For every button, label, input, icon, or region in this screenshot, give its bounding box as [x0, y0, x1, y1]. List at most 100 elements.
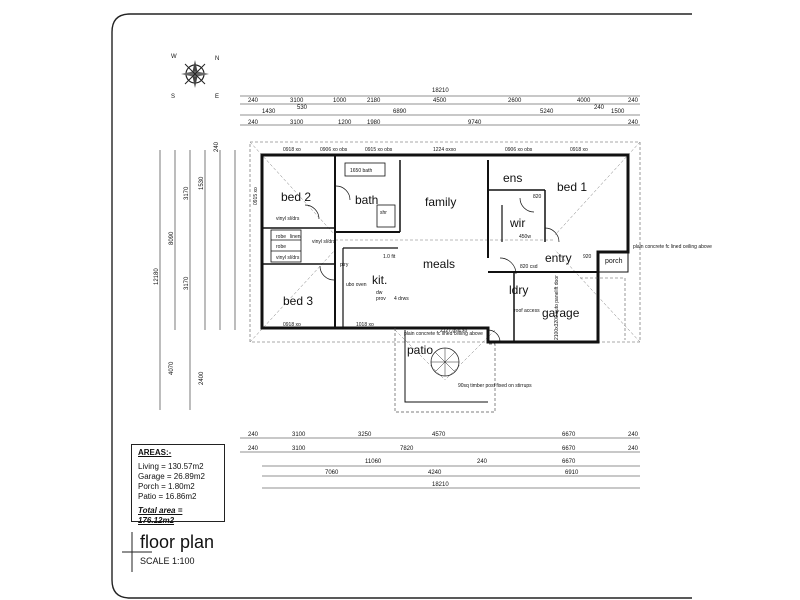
- svg-text:530: 530: [297, 105, 308, 111]
- svg-text:shr: shr: [380, 210, 387, 216]
- svg-text:0918 xo: 0918 xo: [283, 322, 301, 328]
- patio-outline: [394, 328, 496, 413]
- svg-text:1650 bath: 1650 bath: [350, 168, 372, 174]
- svg-text:4 drws: 4 drws: [394, 296, 409, 302]
- svg-text:240: 240: [628, 446, 639, 452]
- svg-text:prov: prov: [376, 296, 386, 302]
- svg-text:0915 xo: 0915 xo: [253, 187, 259, 205]
- compass-s: S: [171, 94, 175, 100]
- svg-text:4070: 4070: [169, 361, 175, 375]
- svg-text:1500: 1500: [611, 109, 625, 115]
- area-porch: Porch = 1.80m2: [138, 482, 195, 491]
- svg-text:1530: 1530: [199, 176, 205, 190]
- svg-text:2180: 2180: [367, 98, 381, 104]
- svg-text:7060: 7060: [325, 470, 339, 476]
- svg-text:3170: 3170: [184, 186, 190, 200]
- svg-text:90sq timber post fixed on stir: 90sq timber post fixed on stirrups: [458, 383, 532, 389]
- svg-text:240: 240: [248, 446, 259, 452]
- compass-rose-icon: N W S E: [171, 54, 219, 100]
- svg-text:5240: 5240: [540, 109, 554, 115]
- svg-text:240: 240: [594, 105, 605, 111]
- svg-text:1200: 1200: [338, 120, 352, 126]
- compass-w: W: [171, 54, 177, 60]
- svg-text:robe: robe: [276, 244, 286, 250]
- svg-text:linen: linen: [290, 234, 301, 240]
- svg-text:plain concrete fc lined ceilin: plain concrete fc lined ceiling above: [633, 244, 712, 250]
- svg-text:7820: 7820: [400, 446, 414, 452]
- areas-heading: AREAS:-: [138, 448, 172, 457]
- room-entry: entry: [545, 251, 572, 265]
- title-block: floor plan SCALE 1:100: [122, 532, 242, 572]
- svg-text:2127 gsd xo: 2127 gsd xo: [440, 328, 467, 334]
- svg-text:1980: 1980: [367, 120, 381, 126]
- svg-text:dw: dw: [376, 290, 383, 296]
- svg-text:0918 xo: 0918 xo: [283, 147, 301, 153]
- svg-text:4000: 4000: [577, 98, 591, 104]
- drawing-scale: SCALE 1:100: [140, 556, 195, 566]
- svg-text:240: 240: [248, 98, 259, 104]
- room-bed2: bed 2: [281, 190, 311, 204]
- svg-text:240: 240: [248, 432, 259, 438]
- room-bath: bath: [355, 193, 378, 207]
- svg-text:ubo oven: ubo oven: [346, 282, 367, 288]
- room-garage: garage: [542, 306, 580, 320]
- svg-text:240: 240: [214, 141, 220, 152]
- svg-text:roof access: roof access: [514, 308, 540, 314]
- svg-text:vinyl sl/drs: vinyl sl/drs: [276, 255, 300, 261]
- svg-text:18210: 18210: [432, 482, 449, 488]
- room-ens: ens: [503, 171, 522, 185]
- svg-text:240: 240: [628, 432, 639, 438]
- svg-text:1430: 1430: [262, 109, 276, 115]
- svg-text:2400: 2400: [199, 371, 205, 385]
- svg-text:820: 820: [533, 194, 542, 200]
- svg-text:3100: 3100: [292, 446, 306, 452]
- room-meals: meals: [423, 257, 455, 271]
- compass-e: E: [215, 94, 219, 100]
- svg-text:vinyl sl/drs: vinyl sl/drs: [276, 216, 300, 222]
- svg-text:2600: 2600: [508, 98, 522, 104]
- svg-text:240: 240: [628, 120, 639, 126]
- svg-text:820 csd: 820 csd: [520, 264, 538, 270]
- svg-text:6670: 6670: [562, 459, 576, 465]
- svg-text:0915 xo obs: 0915 xo obs: [365, 147, 393, 153]
- svg-text:1224 oxxo: 1224 oxxo: [433, 147, 456, 153]
- compass-n: N: [215, 56, 219, 62]
- room-porch: porch: [605, 258, 623, 265]
- svg-text:3100: 3100: [290, 120, 304, 126]
- svg-text:6890: 6890: [393, 109, 407, 115]
- eave-outline: [249, 141, 641, 343]
- svg-text:240: 240: [477, 459, 488, 465]
- svg-text:0906 xo obs: 0906 xo obs: [505, 147, 533, 153]
- svg-text:0918 xo: 0918 xo: [570, 147, 588, 153]
- svg-text:3100: 3100: [292, 432, 306, 438]
- svg-text:1000: 1000: [333, 98, 347, 104]
- room-bed3: bed 3: [283, 294, 313, 308]
- svg-text:robe: robe: [276, 234, 286, 240]
- svg-text:240: 240: [628, 98, 639, 104]
- area-total: Total area = 176.12m2: [138, 506, 183, 525]
- porch-outline: [597, 251, 629, 273]
- room-patio: patio: [407, 343, 433, 357]
- svg-text:450w: 450w: [519, 234, 531, 240]
- area-living: Living = 130.57m2: [138, 462, 204, 471]
- svg-text:12180: 12180: [154, 268, 160, 285]
- area-patio: Patio = 16.86m2: [138, 492, 197, 501]
- svg-text:1018 xo: 1018 xo: [356, 322, 374, 328]
- svg-text:2100x3200 auto panelift door: 2100x3200 auto panelift door: [554, 275, 560, 340]
- svg-text:4240: 4240: [428, 470, 442, 476]
- svg-text:3100: 3100: [290, 98, 304, 104]
- svg-text:8090: 8090: [169, 231, 175, 245]
- room-family: family: [425, 195, 456, 209]
- svg-text:3250: 3250: [358, 432, 372, 438]
- dim-top-total: 18210: [432, 88, 449, 94]
- svg-text:6670: 6670: [562, 446, 576, 452]
- svg-text:9740: 9740: [468, 120, 482, 126]
- room-kit: kit.: [372, 273, 387, 287]
- title-corner-mark: [122, 532, 152, 572]
- room-ldry: ldry: [509, 283, 528, 297]
- svg-text:0906 xo obs: 0906 xo obs: [320, 147, 348, 153]
- house-walls: [260, 153, 630, 344]
- svg-text:4500: 4500: [433, 98, 447, 104]
- areas-table: AREAS:- Living = 130.57m2 Garage = 26.89…: [131, 444, 225, 525]
